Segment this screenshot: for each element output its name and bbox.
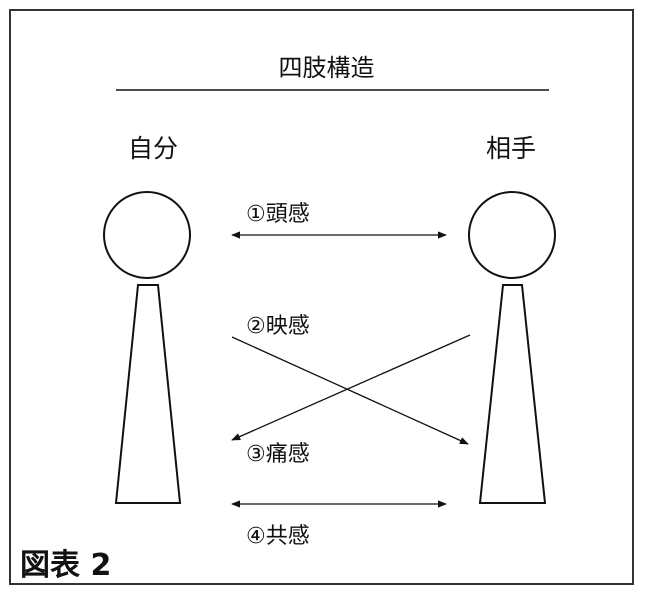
self-head: [103, 191, 191, 279]
self-body: [114, 284, 182, 504]
relation-label-reflect-sense: ②映感: [246, 314, 310, 339]
self-label: 自分: [128, 134, 179, 163]
figure-frame: [9, 9, 634, 585]
partner-figure: [468, 191, 556, 504]
relation-label-empathy: ④共感: [246, 524, 310, 549]
partner-label: 相手: [486, 134, 537, 163]
figure-number-label: 図表 2: [20, 548, 112, 583]
partner-head: [468, 191, 556, 279]
relation-label-pain-sense: ③痛感: [246, 442, 310, 467]
arrow-pain-sense: [231, 334, 471, 441]
relation-label-head-sense: ①頭感: [246, 202, 310, 227]
diagram-title: 四肢構造: [278, 54, 375, 82]
arrow-reflect-sense: [231, 336, 469, 445]
partner-body: [478, 284, 547, 504]
self-figure: [103, 191, 191, 504]
